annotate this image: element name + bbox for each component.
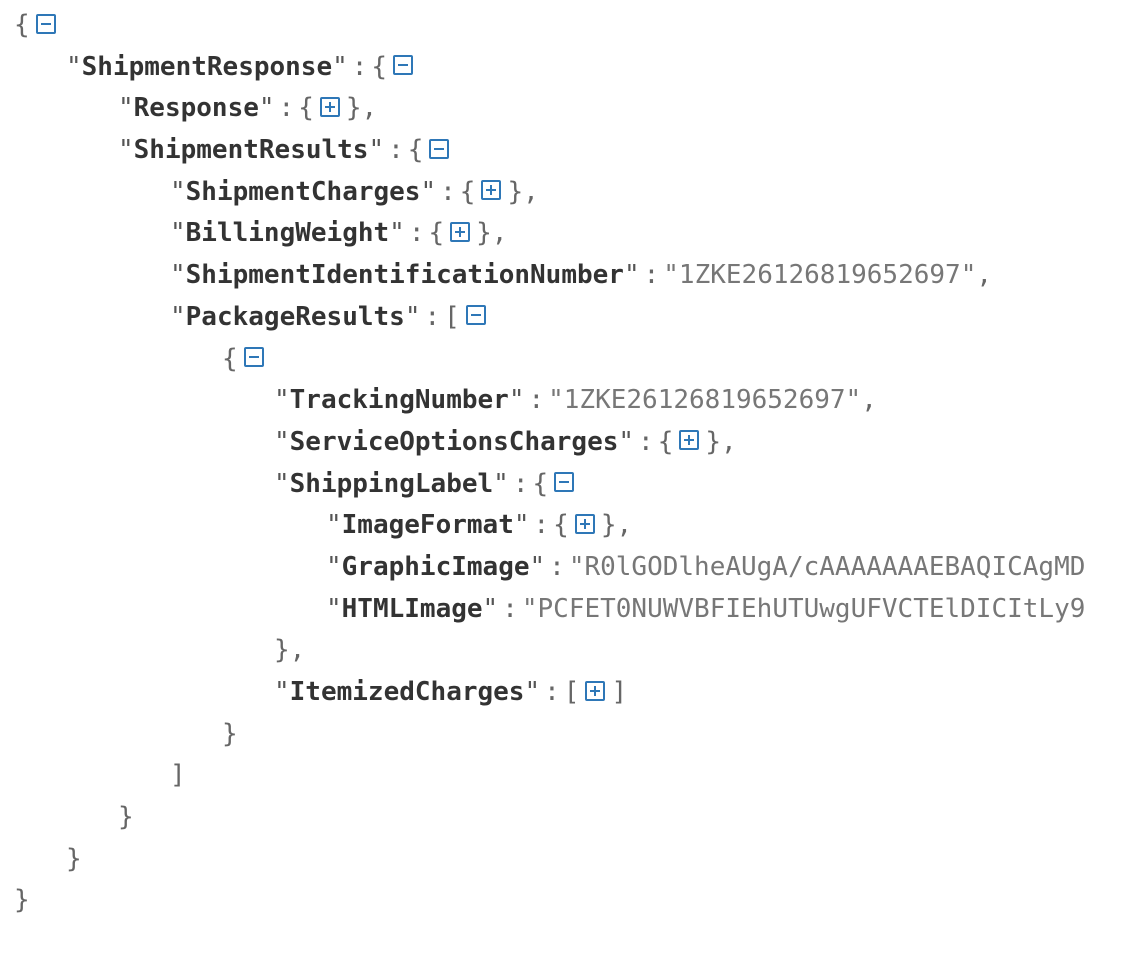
colon: :: [638, 426, 654, 457]
json-key: "Response": [118, 93, 275, 124]
expand-plus-icon[interactable]: [319, 96, 340, 117]
json-node-package-results: "PackageResults":[: [14, 297, 1145, 339]
json-array-item-open: {: [14, 339, 1145, 381]
json-node-shipment-results: "ShipmentResults":{: [14, 130, 1145, 172]
brace-close: },: [274, 635, 306, 666]
json-node-response: "Response":{},: [14, 88, 1145, 130]
json-key: "ItemizedCharges": [274, 677, 541, 707]
brace-close: },: [507, 176, 539, 207]
json-key: "ShipmentCharges": [170, 176, 437, 207]
json-node-tracking-number: "TrackingNumber":"1ZKE26126819652697",: [274, 385, 877, 416]
json-node-billing-weight: "BillingWeight":{},: [14, 213, 1145, 255]
brace-close: }: [66, 843, 82, 874]
colon: :: [440, 176, 456, 207]
brace-open: {: [428, 218, 445, 249]
bracket-open: [: [444, 301, 460, 332]
brace-close: },: [600, 510, 633, 541]
json-key: "ShipmentResults": [118, 135, 385, 166]
json-node-shipment-response: "ShipmentResponse":{: [14, 47, 1145, 89]
json-close-shipment-response: }: [14, 839, 1145, 881]
json-close-shipping-label: },: [14, 630, 1145, 672]
json-key: "PackageResults": [170, 301, 421, 332]
brace-open: {: [532, 468, 549, 499]
expand-plus-icon[interactable]: [481, 180, 502, 201]
json-node-graphic-image: "GraphicImage":"R0lGODlheAUgA/cAAAAAAAEB…: [14, 547, 1145, 589]
colon: :: [278, 93, 295, 124]
brace-open: {: [14, 10, 30, 40]
bracket-close: ]: [170, 760, 186, 791]
json-key: "ImageFormat": [326, 510, 530, 541]
expand-plus-icon[interactable]: [679, 430, 700, 451]
expand-plus-icon[interactable]: [585, 680, 606, 701]
json-key: "ShipmentResponse": [66, 51, 348, 82]
json-close-array-item: }: [14, 714, 1145, 756]
brace-open: {: [371, 51, 388, 82]
json-key: "GraphicImage": [326, 551, 546, 582]
brace-open: {: [407, 135, 424, 166]
json-string-value: "1ZKE26126819652697": [663, 260, 977, 291]
brace-close: },: [476, 218, 508, 249]
brace-open: {: [298, 93, 314, 124]
brace-open: {: [459, 176, 476, 207]
brace-close: }: [118, 802, 134, 833]
colon: :: [388, 135, 404, 166]
colon: :: [512, 468, 529, 499]
json-string-value: "PCFET0NUWVBFIEhUTUwgUFVCTElDICItLy9: [521, 593, 1086, 624]
json-node-html-image: "HTMLImage":"PCFET0NUWVBFIEhUTUwgUFVCTEl…: [14, 589, 1145, 631]
colon: :: [643, 260, 660, 291]
json-node-itemized-charges: "ItemizedCharges":[]: [14, 672, 1145, 714]
json-string-value: "1ZKE26126819652697": [548, 385, 862, 416]
json-root-open: {: [14, 5, 1145, 47]
brace-open: {: [222, 343, 238, 374]
collapse-minus-icon[interactable]: [554, 472, 575, 493]
json-key: "ShippingLabel": [274, 468, 509, 499]
json-viewer: { "ShipmentResponse":{ "Response":{}, "S…: [14, 5, 1145, 922]
collapse-minus-icon[interactable]: [35, 13, 56, 34]
colon: :: [549, 551, 565, 582]
json-string-value: "R0lGODlheAUgA/cAAAAAAAEBAQICAgMD: [568, 551, 1086, 582]
brace-close: }: [14, 885, 30, 916]
json-key: "ServiceOptionsCharges": [274, 426, 635, 457]
json-key: "BillingWeight": [170, 218, 405, 249]
json-root-close: }: [14, 880, 1145, 922]
json-node-service-options-charges: "ServiceOptionsCharges":{},: [14, 422, 1145, 464]
bracket-open: [: [563, 677, 580, 707]
json-close-package-results: ]: [14, 755, 1145, 797]
json-node-shipping-label: "ShippingLabel":{: [14, 464, 1145, 506]
bracket-close: ]: [611, 677, 628, 707]
json-key: "ShipmentIdentificationNumber": [170, 260, 640, 291]
brace-close: },: [345, 93, 378, 124]
json-close-shipment-results: }: [14, 797, 1145, 839]
json-node-image-format: "ImageFormat":{},: [14, 505, 1145, 547]
colon: :: [544, 677, 560, 707]
colon: :: [533, 510, 550, 541]
brace-open: {: [553, 510, 569, 541]
json-key: "HTMLImage": [326, 593, 499, 624]
collapse-minus-icon[interactable]: [243, 347, 264, 367]
collapse-minus-icon[interactable]: [429, 138, 450, 159]
expand-plus-icon[interactable]: [450, 221, 471, 242]
colon: :: [424, 301, 441, 332]
collapse-minus-icon[interactable]: [465, 305, 486, 326]
brace-open: {: [657, 426, 674, 457]
collapse-minus-icon[interactable]: [393, 55, 414, 76]
brace-close: }: [222, 718, 238, 749]
json-key: "TrackingNumber": [274, 385, 525, 416]
colon: :: [351, 51, 368, 82]
colon: :: [408, 218, 425, 249]
brace-close: },: [705, 426, 737, 457]
colon: :: [502, 593, 518, 624]
json-node-shipment-identification-number: "ShipmentIdentificationNumber":"1ZKE2612…: [170, 260, 992, 291]
expand-plus-icon[interactable]: [574, 513, 595, 534]
json-node-shipment-charges: "ShipmentCharges":{},: [14, 172, 1145, 214]
colon: :: [528, 385, 545, 416]
